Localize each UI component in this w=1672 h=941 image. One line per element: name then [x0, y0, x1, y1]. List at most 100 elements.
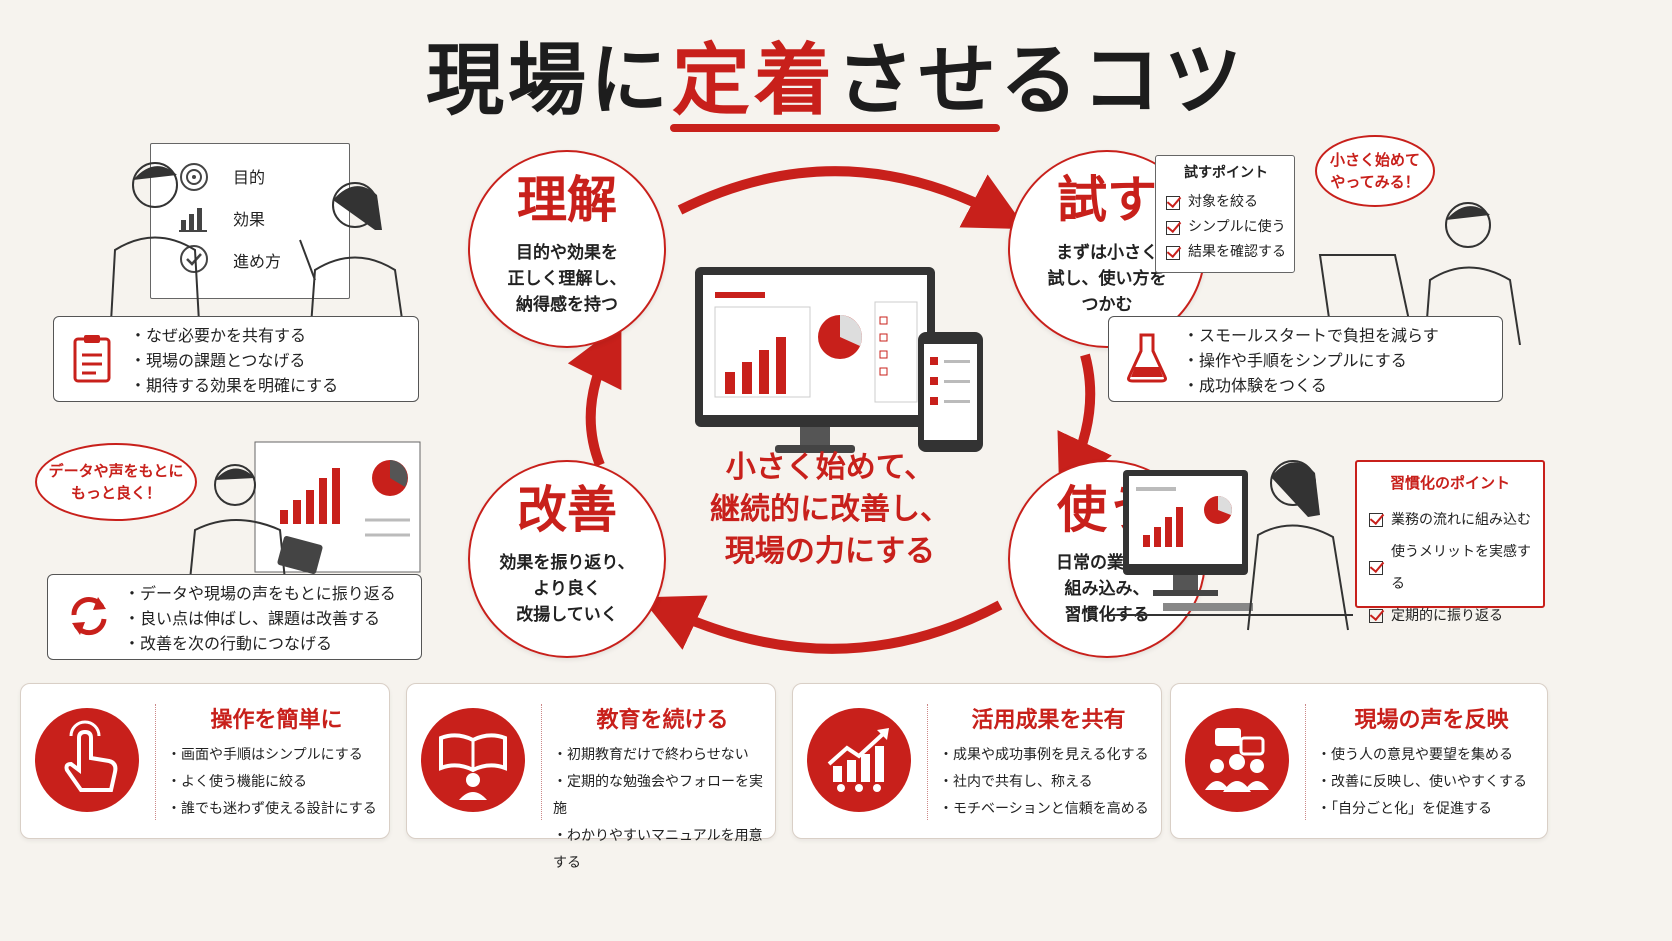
- bar-chart-icon: [179, 208, 207, 232]
- try-speech-bubble: 小さく始めて やってみる！: [1315, 135, 1435, 207]
- center-message: 小さく始めて、 継続的に改善し、 現場の力にする: [640, 447, 1020, 573]
- try-list-item: スモールスタートで負担を減らす: [1183, 323, 1439, 348]
- checkbox-icon: [1166, 195, 1180, 210]
- arrow-left: [567, 323, 622, 467]
- card-list-item: 定期的な勉強会やフォローを実施: [553, 769, 775, 823]
- improve-list-item: データや現場の声をもとに振り返る: [124, 581, 396, 606]
- center-line: 現場の力にする: [724, 534, 936, 569]
- try-heading: 試す: [1057, 170, 1157, 229]
- try-line: 試し、使い方を: [1047, 269, 1167, 289]
- checkbox-icon: [1369, 561, 1383, 575]
- tip-card-reflect-voices: 現場の声を反映 使う人の意見や要望を集める 改善に反映し、使いやすくする 「自分…: [1170, 683, 1548, 839]
- try-points-title: 試すポイント: [1184, 165, 1268, 181]
- try-list-item: 操作や手順をシンプルにする: [1183, 348, 1439, 373]
- whiteboard: 目的 効果 進め方: [150, 143, 350, 299]
- card-list-item: 社内で共有し、称える: [939, 769, 1149, 796]
- card-title: 活用成果を共有: [971, 708, 1126, 733]
- cycle-use: 使う 日常の業務に 組み込み、 習慣化する: [1008, 460, 1206, 658]
- try-line: つかむ: [1081, 295, 1133, 315]
- hand-pointer-icon: [35, 708, 139, 812]
- title-highlight: 定着: [671, 35, 836, 126]
- try-info-box: スモールスタートで負担を減らす 操作や手順をシンプルにする 成功体験をつくる: [1108, 316, 1503, 402]
- card-list-item: 初期教育だけで終わらせない: [553, 742, 775, 769]
- card-list-item: よく使う機能に絞る: [167, 769, 377, 796]
- habit-point-item: 定期的に振り返る: [1369, 600, 1543, 632]
- improve-list-item: 改善を次の行動につなげる: [124, 631, 396, 656]
- card-list-item: 使う人の意見や要望を集める: [1317, 742, 1527, 769]
- card-list-item: 「自分ごと化」を促進する: [1317, 796, 1527, 823]
- card-list-item: 画面や手順はシンプルにする: [167, 742, 377, 769]
- understand-info-box: なぜ必要かを共有する 現場の課題とつなげる 期待する効果を明確にする: [53, 316, 419, 402]
- try-point-item: シンプルに使う: [1166, 215, 1286, 240]
- improve-list-item: 良い点は伸ばし、課題は改善する: [124, 606, 396, 631]
- use-line: 組み込み、: [1064, 579, 1150, 599]
- understand-line: 目的や効果を: [516, 243, 618, 263]
- clipboard-icon: [73, 335, 111, 383]
- improve-line: 改揚していく: [516, 605, 618, 625]
- habit-point-label: 使うメリットを実感する: [1391, 544, 1531, 592]
- try-points-panel: 試すポイント 対象を絞る シンプルに使う 結果を確認する: [1155, 155, 1295, 273]
- try-point-label: 結果を確認する: [1188, 244, 1286, 260]
- title-part2: させるコツ: [836, 35, 1247, 126]
- improve-info-box: データや現場の声をもとに振り返る 良い点は伸ばし、課題は改善する 改善を次の行動…: [47, 574, 422, 660]
- cycle-understand: 理解 目的や効果を 正しく理解し、 納得感を持つ: [468, 150, 666, 348]
- use-line: 習慣化する: [1064, 605, 1150, 625]
- card-list-item: 成果や成功事例を見える化する: [939, 742, 1149, 769]
- habit-points-panel: 習慣化のポイント 業務の流れに組み込む 使うメリットを実感する 定期的に振り返る: [1355, 460, 1545, 624]
- habit-point-label: 定期的に振り返る: [1391, 608, 1503, 624]
- flask-icon: [1127, 333, 1167, 383]
- check-circle-icon: [180, 245, 208, 273]
- tip-card-continuous-education: 教育を続ける 初期教育だけで終わらせない 定期的な勉強会やフォローを実施 わかり…: [406, 683, 776, 871]
- cycle-improve: 改善 効果を振り返り、 より良く 改揚していく: [468, 460, 666, 658]
- understand-list-item: 現場の課題とつなげる: [130, 348, 338, 373]
- page-title: 現場に定着させるコツ: [0, 18, 1672, 130]
- checkbox-icon: [1369, 609, 1383, 623]
- try-point-item: 対象を絞る: [1166, 190, 1286, 215]
- title-underline: [670, 124, 1000, 132]
- card-title: 教育を続ける: [596, 708, 729, 733]
- whiteboard-item: 効果: [233, 210, 266, 229]
- understand-line: 正しく理解し、: [507, 269, 627, 289]
- title-part1: 現場に: [425, 35, 672, 126]
- improve-line: 効果を振り返り、: [499, 553, 635, 573]
- habit-point-item: 業務の流れに組み込む: [1369, 504, 1543, 536]
- card-list-item: 誰でも迷わず使える設計にする: [167, 796, 377, 823]
- try-point-label: 対象を絞る: [1188, 194, 1258, 210]
- understand-list-item: なぜ必要かを共有する: [130, 323, 338, 348]
- try-point-label: シンプルに使う: [1188, 219, 1286, 235]
- arrow-bottom: [640, 595, 1003, 654]
- card-title: 現場の声を反映: [1354, 708, 1509, 733]
- checkbox-icon: [1369, 513, 1383, 527]
- book-person-icon: [421, 708, 525, 812]
- whiteboard-item: 目的: [233, 168, 266, 187]
- habit-point-label: 業務の流れに組み込む: [1391, 512, 1531, 528]
- arrow-top: [677, 166, 1027, 230]
- habit-point-item: 使うメリットを実感する: [1369, 536, 1543, 600]
- try-list-item: 成功体験をつくる: [1183, 373, 1439, 398]
- tip-card-easy-operation: 操作を簡単に 画面や手順はシンプルにする よく使う機能に絞る 誰でも迷わず使える…: [20, 683, 390, 839]
- people-discussion-illustration: [109, 162, 406, 340]
- try-line: まずは小さく: [1056, 243, 1158, 263]
- checkbox-icon: [1166, 245, 1180, 260]
- checkbox-icon: [1166, 220, 1180, 235]
- team-feedback-icon: [1185, 708, 1289, 812]
- arrow-right: [1057, 353, 1112, 498]
- improve-speech-bubble: データや声をもとに もっと良く！: [35, 443, 197, 521]
- refresh-cycle-icon: [71, 596, 107, 636]
- target-icon: [180, 163, 208, 191]
- card-list-item: 改善に反映し、使いやすくする: [1317, 769, 1527, 796]
- card-list-item: モチベーションと信頼を高める: [939, 796, 1149, 823]
- tip-card-share-results: 活用成果を共有 成果や成功事例を見える化する 社内で共有し、称える モチベーショ…: [792, 683, 1162, 839]
- improve-line: より良く: [533, 579, 601, 599]
- habit-points-title: 習慣化のポイント: [1389, 474, 1510, 492]
- understand-list-item: 期待する効果を明確にする: [130, 373, 338, 398]
- card-title: 操作を簡単に: [210, 708, 343, 733]
- center-line: 小さく始めて、: [725, 450, 935, 485]
- understand-line: 納得感を持つ: [516, 295, 618, 315]
- center-line: 継続的に改善し、: [710, 492, 950, 527]
- card-list-item: わかりやすいマニュアルを用意する: [553, 823, 775, 877]
- understand-heading: 理解: [517, 170, 617, 229]
- person-tablet-illustration: [189, 441, 421, 580]
- improve-heading: 改善: [517, 480, 617, 539]
